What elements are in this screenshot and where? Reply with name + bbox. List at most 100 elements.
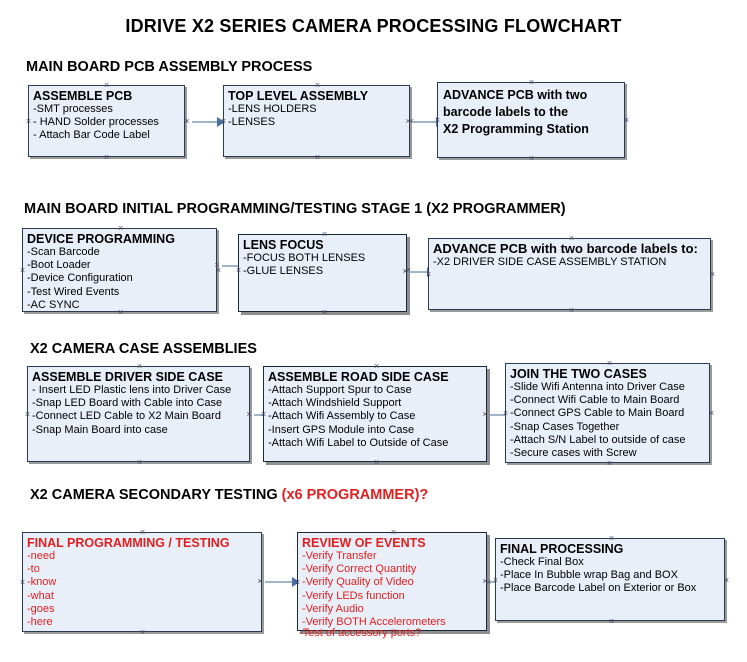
node-item: -Device Configuration [27,272,133,285]
connection-handle-source[interactable] [481,577,489,585]
node-items: -X2 DRIVER SIDE CASE ASSEMBLY STATION [429,256,710,269]
node-item: -GLUE LENSES [243,265,324,278]
node-item: -need [27,550,56,562]
node-item: -Attach Wifi Label to Outside of Case [268,436,449,449]
node-title: TOP LEVEL ASSEMBLY [228,89,369,103]
node-item: -Connect Wifi Cable to Main Board [510,394,680,407]
connection-handle-bottom[interactable] [321,309,328,316]
node-item: -LENSES [228,116,276,129]
connection-handle-source[interactable] [481,410,489,418]
connection-handle-right[interactable] [623,117,630,124]
node-title: ASSEMBLE DRIVER SIDE CASE [32,370,224,384]
node-item: -Insert GPS Module into Case [268,423,415,436]
node-item: -Slide Wifi Antenna into Driver Case [510,381,685,393]
node-item: -X2 DRIVER SIDE CASE ASSEMBLY STATION [433,256,667,268]
node-item: - HAND Solder processes [33,116,159,129]
node-item: -Test Wired Events [27,285,120,298]
node-item-overflow: -Test of accessory ports? [299,627,422,639]
connection-handle-bottom[interactable] [606,460,613,467]
node-item: -Check Final Box [500,556,584,568]
connector-arrow [413,117,444,127]
node-title: ASSEMBLE ROAD SIDE CASE [268,370,449,384]
node-lens-focus[interactable]: LENS FOCUS -FOCUS BOTH LENSES -GLUE LENS… [238,234,407,312]
node-assemble-road-side-case[interactable]: ASSEMBLE ROAD SIDE CASE -Attach Support … [263,366,487,462]
connection-handle-bottom[interactable] [528,155,535,162]
node-review-of-events[interactable]: REVIEW OF EVENTS -Verify Transfer -Verif… [297,532,487,631]
node-final-processing[interactable]: FINAL PROCESSING -Check Final Box -Place… [495,538,725,621]
connection-handle-bottom[interactable] [373,459,380,466]
node-item: -goes [27,602,55,615]
connection-handle-right[interactable] [723,577,730,584]
connection-handle-source[interactable] [404,117,412,125]
connection-handle-bottom[interactable] [608,618,615,625]
connection-handle-source[interactable] [213,261,221,269]
connection-handle-right[interactable] [709,271,716,278]
node-assemble-pcb[interactable]: ASSEMBLE PCB -SMT processes - HAND Solde… [28,85,185,157]
connection-handle-bottom[interactable] [139,629,146,636]
connection-handle-bottom[interactable] [136,459,143,466]
node-title-line: X2 Programming Station [443,122,589,136]
node-advance-pcb-programming-station[interactable]: ADVANCE PCB with two barcode labels to t… [437,82,625,158]
section-heading-2-text: MAIN BOARD INITIAL PROGRAMMING/TESTING S… [24,201,566,217]
node-item: -Snap LED Board with Cable into Case [32,397,223,410]
node-device-programming[interactable]: DEVICE PROGRAMMING -Scan Barcode -Boot L… [22,228,217,312]
node-title: FINAL PROGRAMMING / TESTING [27,536,230,550]
connection-handle-source[interactable] [183,117,191,125]
node-advance-pcb-driver-side-station[interactable]: ADVANCE PCB with two barcode labels to: … [428,238,711,310]
node-item: -Verify Correct Quantity [302,563,417,576]
node-item: -what [27,589,54,602]
arrowhead-icon [217,117,225,127]
node-item: -Verify Quality of Video [302,576,414,589]
node-item: -know [27,576,57,589]
node-item: - Insert LED Plastic lens into Driver Ca… [32,384,232,396]
node-item: -Scan Barcode [27,246,100,258]
section-heading-1-text: MAIN BOARD PCB ASSEMBLY PROCESS [26,59,313,75]
connection-handle-source[interactable] [245,410,253,418]
node-item: -AC SYNC [27,298,80,311]
node-item: -Place In Bubble wrap Bag and BOX [500,569,678,582]
connection-handle-source[interactable] [256,577,264,585]
node-join-the-two-cases[interactable]: JOIN THE TWO CASES -Slide Wifi Antenna i… [505,363,710,463]
connection-handle-bottom[interactable] [568,307,575,314]
section-heading-1: MAIN BOARD PCB ASSEMBLY PROCESS [26,59,312,75]
node-items: -Scan Barcode -Boot Loader -Device Confi… [23,246,216,312]
node-items: - Insert LED Plastic lens into Driver Ca… [28,384,249,437]
page-title: IDRIVE X2 SERIES CAMERA PROCESSING FLOWC… [125,16,622,36]
node-final-programming-testing[interactable]: FINAL PROGRAMMING / TESTING -need -to -k… [22,532,262,632]
node-item: -SMT processes [33,103,113,115]
connection-handle-right[interactable] [708,410,715,417]
node-title-line: barcode labels to the [443,105,569,119]
node-title-line: ADVANCE PCB with two [443,88,588,102]
node-items: -Check Final Box -Place In Bubble wrap B… [496,556,724,596]
section-heading-4-note: (x6 PROGRAMMER)? [281,487,429,503]
connection-handle-bottom[interactable] [314,154,321,161]
node-item: -FOCUS BOTH LENSES [243,252,366,264]
node-multiline-title: ADVANCE PCB with two barcode labels to t… [438,83,624,138]
node-item: -Attach Windshield Support [268,397,402,410]
node-items: -Attach Support Spur to Case -Attach Win… [264,384,486,450]
node-top-level-assembly[interactable]: TOP LEVEL ASSEMBLY -LENS HOLDERS -LENSES [223,85,410,157]
node-title: ASSEMBLE PCB [33,89,133,103]
node-item: -LENS HOLDERS [228,103,317,115]
node-item: -Attach Wifi Assembly to Case [268,410,416,423]
arrowhead-icon [292,577,300,587]
connection-handle-bottom[interactable] [103,154,110,161]
node-item: -Verify LEDs function [302,589,405,602]
node-item: -Connect GPS Cable to Main Board [510,407,685,420]
node-assemble-driver-side-case[interactable]: ASSEMBLE DRIVER SIDE CASE - Insert LED P… [27,366,250,462]
node-items: -FOCUS BOTH LENSES -GLUE LENSES [239,252,406,278]
node-item: -Verify Transfer [302,550,377,562]
connector-arrow [265,577,300,587]
node-items: -SMT processes - HAND Solder processes -… [29,103,184,143]
node-item: -here [27,616,53,629]
node-item: -Secure cases with Screw [510,447,637,460]
node-item: -Boot Loader [27,259,91,272]
node-item: -Verify Audio [302,602,364,615]
node-title: LENS FOCUS [243,238,324,252]
connector-arrow [192,117,225,127]
connector-arrow [490,410,513,420]
node-item: -Place Barcode Label on Exterior or Box [500,582,697,595]
section-heading-4: X2 CAMERA SECONDARY TESTING (x6 PROGRAMM… [30,487,428,503]
connection-handle-source[interactable] [401,267,409,275]
